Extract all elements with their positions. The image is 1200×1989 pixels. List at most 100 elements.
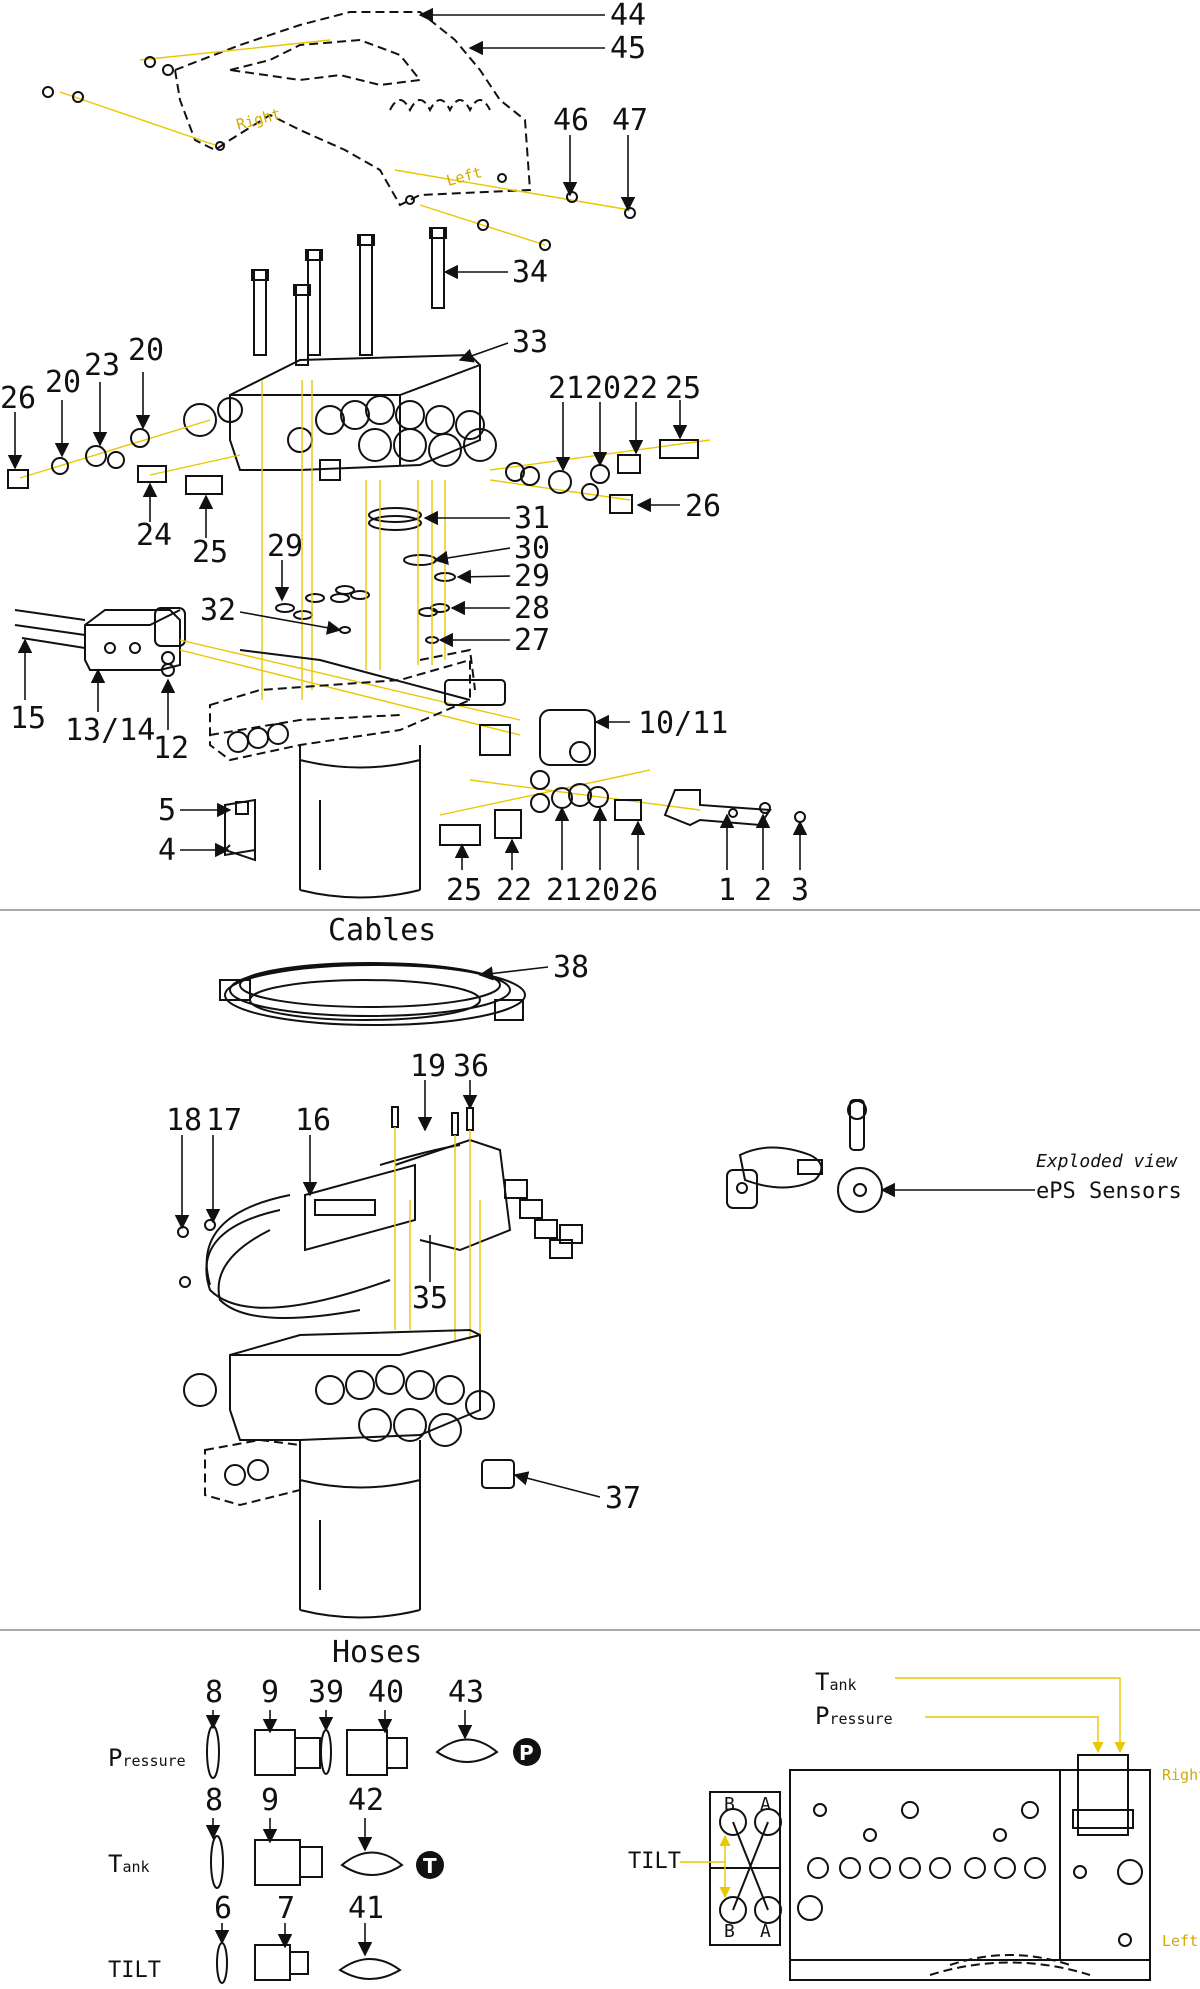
eps-sensors: Exploded view ePS Sensors <box>726 1099 1182 1213</box>
cable-valve-block <box>183 1328 515 1619</box>
part-number-21-right: 21 <box>548 371 584 406</box>
part-number-31: 31 <box>514 501 550 536</box>
port-a-lower: A <box>760 1921 771 1942</box>
hose-row-tilt: TILT 6 7 41 <box>108 1891 402 1984</box>
top-leaders <box>7 7 808 870</box>
part-number-34: 34 <box>512 255 548 290</box>
part-number-20-bottom: 20 <box>584 873 620 908</box>
port-b-upper: B <box>724 1794 735 1815</box>
cable-leaders <box>174 1080 601 1498</box>
part-number-20-right: 20 <box>585 371 621 406</box>
valve-block-33 <box>183 353 497 481</box>
side-view-labels: Tank Pressure TILT Right Left <box>628 1668 1200 1950</box>
part-number-13-14: 13/14 <box>65 713 155 748</box>
part-number-29-left: 29 <box>267 529 303 564</box>
part-number-44: 44 <box>610 0 646 33</box>
part-number-20-left: 20 <box>45 365 81 400</box>
part-number-38: 38 <box>553 950 589 985</box>
part-number-5: 5 <box>158 793 176 828</box>
side-tank-label: Tank <box>815 1668 857 1696</box>
part-number-20-left-2: 20 <box>128 333 164 368</box>
cables-title: Cables <box>328 913 436 948</box>
pressure-badge <box>513 1738 541 1766</box>
part-number-26-right: 26 <box>685 489 721 524</box>
part-number-42: 42 <box>348 1783 384 1818</box>
cover-assembly: Right Left <box>42 11 636 251</box>
coil-10-11 <box>479 709 596 766</box>
part-number-15: 15 <box>10 701 46 736</box>
left-fittings <box>7 419 241 495</box>
part-number-32: 32 <box>200 593 236 628</box>
part-number-23: 23 <box>84 348 120 383</box>
part-number-8-tank: 8 <box>205 1783 223 1818</box>
part-number-25-right: 25 <box>665 371 701 406</box>
part-number-21-bottom: 21 <box>546 873 582 908</box>
part-number-33: 33 <box>512 325 548 360</box>
top-part-numbers: 44 45 46 47 34 33 26 20 23 20 24 25 21 2… <box>0 0 809 908</box>
side-view-block <box>709 1754 1151 1981</box>
part-number-35: 35 <box>412 1281 448 1316</box>
part-number-29-right: 29 <box>514 559 550 594</box>
side-view-ports: B A B A <box>724 1794 771 1942</box>
lower-fittings <box>439 769 701 846</box>
part-number-45: 45 <box>610 31 646 66</box>
side-right-label: Right <box>1162 1766 1200 1784</box>
part-number-24: 24 <box>136 518 172 553</box>
part-number-40: 40 <box>368 1675 404 1710</box>
tilt-row-label: TILT <box>108 1958 161 1983</box>
part-number-28: 28 <box>514 591 550 626</box>
part-number-43: 43 <box>448 1675 484 1710</box>
side-tilt-label: TILT <box>628 1849 681 1874</box>
bolts-34 <box>251 227 447 366</box>
part-number-9-tank: 9 <box>261 1783 279 1818</box>
cover-right-label: Right <box>234 105 282 134</box>
part-number-46: 46 <box>553 103 589 138</box>
part-number-1: 1 <box>718 873 736 908</box>
part-number-26-bottom: 26 <box>622 873 658 908</box>
part-number-27: 27 <box>514 623 550 658</box>
tank-row-label: Tank <box>108 1850 150 1878</box>
part-number-22-bottom: 22 <box>496 873 532 908</box>
part-number-22-right: 22 <box>622 371 658 406</box>
wiring-harness <box>177 1106 583 1340</box>
part-number-6: 6 <box>214 1891 232 1926</box>
hoses-title: Hoses <box>332 1635 422 1670</box>
exploded-view-caption: Exploded view <box>1036 1151 1178 1172</box>
eps-sensors-label: ePS Sensors <box>1036 1179 1182 1204</box>
part-number-8-pressure: 8 <box>205 1675 223 1710</box>
bracket-4-5 <box>223 798 256 862</box>
pressure-row-label: Pressure <box>108 1744 186 1772</box>
part-number-37: 37 <box>605 1481 641 1516</box>
part-number-17: 17 <box>206 1103 242 1138</box>
hose-row-pressure: Pressure P 8 9 39 40 43 <box>108 1675 541 1779</box>
part-number-3: 3 <box>791 873 809 908</box>
part-number-39: 39 <box>308 1675 344 1710</box>
cable-part-numbers: 19 36 18 17 16 35 37 <box>166 1049 641 1516</box>
part-number-36: 36 <box>453 1049 489 1084</box>
part-number-7: 7 <box>277 1891 295 1926</box>
tank-badge-letter: T <box>423 1854 437 1878</box>
base-valve <box>209 648 506 899</box>
tank-badge <box>416 1851 444 1879</box>
solenoid-13-14 <box>14 607 521 736</box>
part-number-16: 16 <box>295 1103 331 1138</box>
part-number-47: 47 <box>612 103 648 138</box>
port-a-upper: A <box>760 1794 771 1815</box>
cover-left-label: Left <box>444 163 484 190</box>
part-number-18: 18 <box>166 1103 202 1138</box>
cable-38: 38 <box>219 950 589 1026</box>
part-number-19: 19 <box>410 1049 446 1084</box>
port-b-lower: B <box>724 1921 735 1942</box>
pressure-badge-letter: P <box>519 1741 534 1765</box>
part-number-30: 30 <box>514 531 550 566</box>
hose-row-tank: Tank T 8 9 42 <box>108 1783 444 1889</box>
part-number-9-pressure: 9 <box>261 1675 279 1710</box>
side-pressure-label: Pressure <box>815 1702 893 1730</box>
part-number-4: 4 <box>158 833 176 868</box>
part-number-25-bottom: 25 <box>446 873 482 908</box>
part-number-25-left: 25 <box>192 535 228 570</box>
part-number-12: 12 <box>153 731 189 766</box>
part-number-2: 2 <box>754 873 772 908</box>
part-number-10-11: 10/11 <box>638 706 728 741</box>
